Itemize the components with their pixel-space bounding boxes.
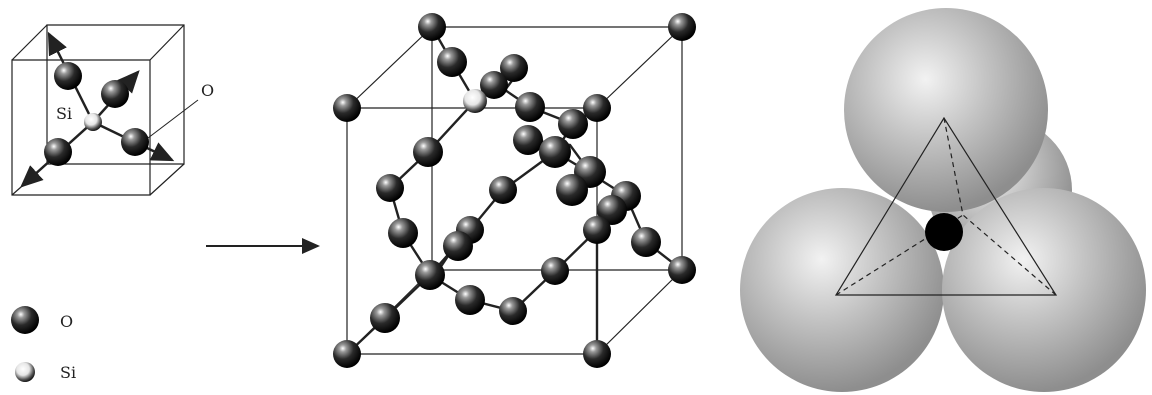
legend: O Si <box>11 306 76 382</box>
center-atom <box>925 213 963 251</box>
oxygen-atom <box>539 136 571 168</box>
oxygen-atom <box>388 218 418 248</box>
legend-label-silicon: Si <box>60 363 76 382</box>
oxygen-atom <box>437 47 467 77</box>
oxygen-atom <box>583 94 611 122</box>
oxygen-atom <box>415 260 445 290</box>
si-label: Si <box>56 104 72 123</box>
oxygen-atom <box>541 257 569 285</box>
oxygen-atom <box>515 92 545 122</box>
crystal-lattice-diagram <box>333 13 696 368</box>
oxygen-atom <box>376 174 404 202</box>
oxygen-atom <box>54 62 82 90</box>
oxygen-atom <box>44 138 72 166</box>
silicon-atom <box>463 89 487 113</box>
unit-cell-diagram: Si O <box>12 25 214 195</box>
o-label: O <box>201 81 214 100</box>
bottom-left-sphere <box>740 188 944 392</box>
oxygen-atom <box>631 227 661 257</box>
legend-label-oxygen: O <box>60 312 73 331</box>
unit-cell-cube <box>12 25 184 195</box>
oxygen-atom <box>101 80 129 108</box>
oxygen-atom <box>333 340 361 368</box>
oxygen-atom <box>499 297 527 325</box>
oxygen-atom <box>583 340 611 368</box>
oxygen-legend-icon <box>11 306 39 334</box>
oxygen-atom <box>558 109 588 139</box>
tetrahedral-packing-diagram <box>740 8 1146 392</box>
oxygen-atom <box>370 303 400 333</box>
oxygen-atom <box>413 137 443 167</box>
oxygen-atom <box>668 256 696 284</box>
oxygen-atom <box>333 94 361 122</box>
oxygen-atom <box>121 128 149 156</box>
oxygen-atom <box>489 176 517 204</box>
oxygen-atom <box>583 216 611 244</box>
top-sphere <box>844 8 1048 212</box>
bottom-right-sphere <box>942 188 1146 392</box>
oxygen-atom <box>418 13 446 41</box>
silicon-legend-icon <box>15 362 35 382</box>
oxygen-atom <box>556 174 588 206</box>
o-label-leader-line <box>148 100 198 138</box>
oxygen-atom <box>443 231 473 261</box>
silicon-atom <box>84 113 102 131</box>
oxygen-atom <box>513 125 543 155</box>
oxygen-atom <box>668 13 696 41</box>
oxygen-atom <box>455 285 485 315</box>
legend-item-oxygen: O <box>11 306 73 334</box>
legend-item-silicon: Si <box>15 362 76 382</box>
